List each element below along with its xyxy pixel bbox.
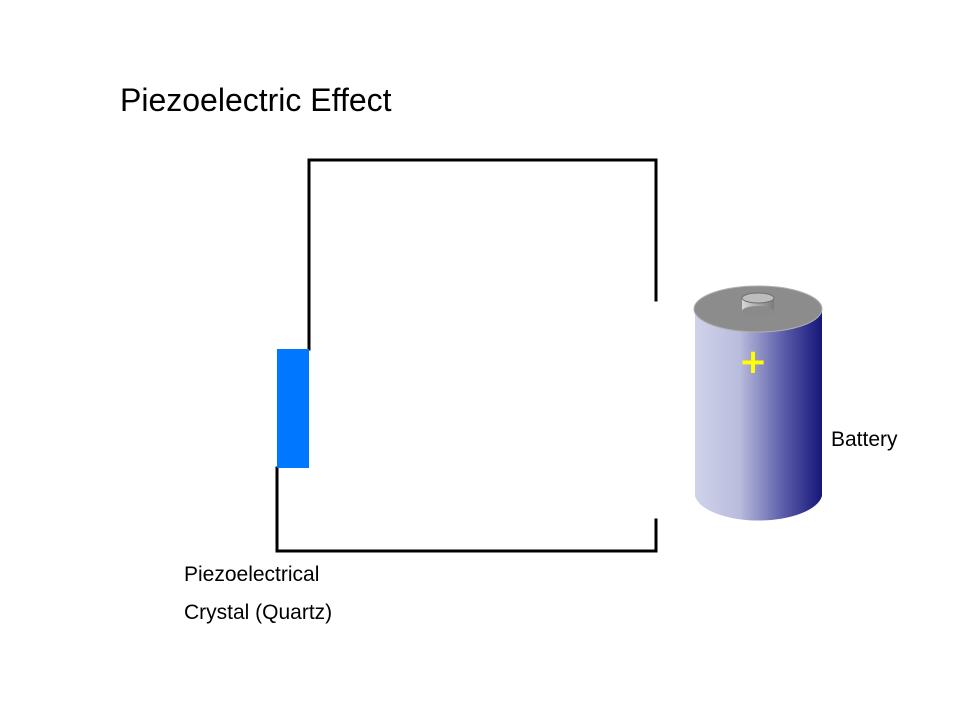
crystal-label-line2: Crystal (Quartz)	[184, 601, 333, 624]
piezo-crystal	[277, 349, 309, 468]
upper-wire	[307, 158, 658, 351]
battery-body	[695, 309, 822, 521]
positive-sign: +	[739, 342, 768, 382]
crystal-label-line1: Piezoelectrical	[184, 563, 320, 586]
circuit-wires	[275, 158, 658, 553]
battery-terminal	[741, 292, 775, 304]
lower-wire	[275, 466, 658, 553]
diagram-title: Piezoelectric Effect	[120, 82, 392, 118]
battery-label: Battery	[831, 428, 898, 451]
battery-icon: +	[693, 285, 823, 521]
